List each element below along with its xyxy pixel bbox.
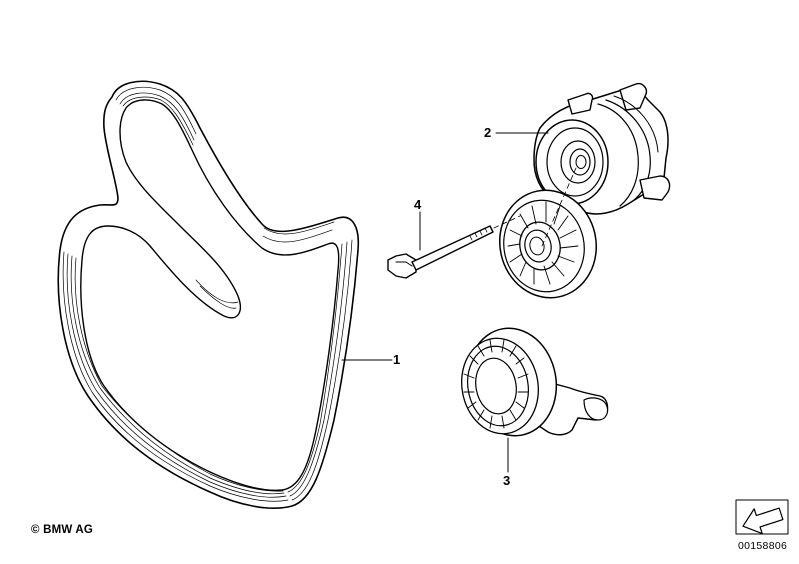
diagram-id: 00158806 [738,540,788,552]
callout-1: 1 [393,352,401,367]
copyright-notice: © BMW AG [31,524,94,536]
hex-bolt[interactable] [387,215,521,279]
callout-2: 2 [484,125,492,140]
callout-3: 3 [503,473,511,488]
tensioner-pulley[interactable] [490,167,606,307]
ribbed-v-belt[interactable] [57,80,360,509]
callout-4: 4 [414,197,422,212]
idler-pulley[interactable] [454,321,609,443]
navigation-arrow-icon[interactable] [735,499,789,539]
